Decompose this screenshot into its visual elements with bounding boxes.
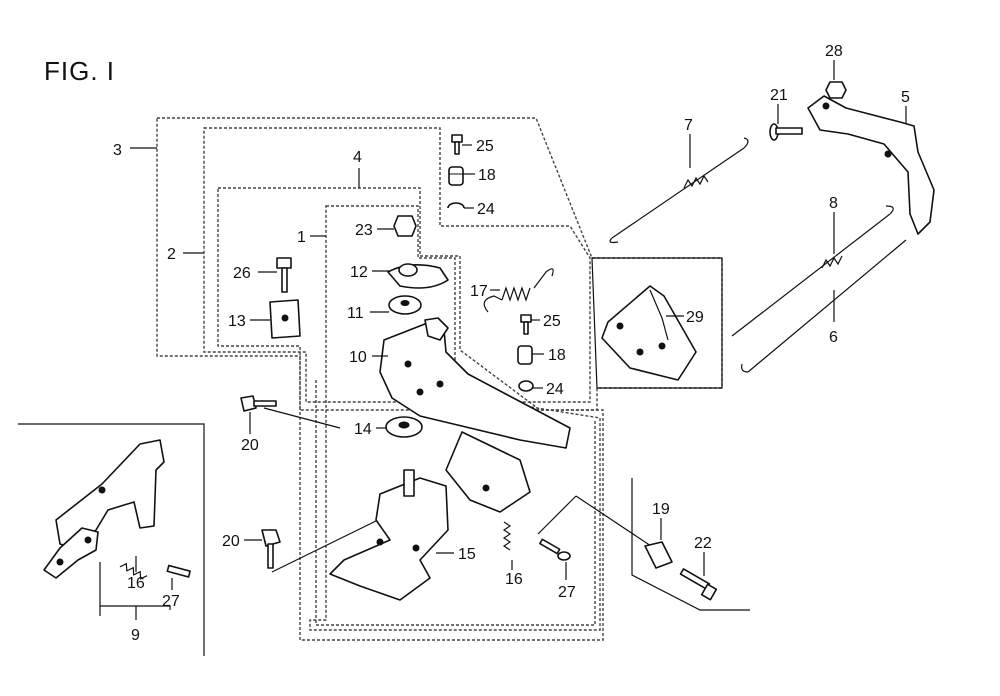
callout-18b: 18	[548, 347, 566, 364]
plate-29	[601, 285, 697, 381]
base-plate-15	[329, 431, 531, 601]
sleeve-19	[644, 541, 673, 569]
callout-21: 21	[770, 87, 788, 104]
callout-12: 12	[350, 264, 368, 281]
nut-23	[393, 215, 417, 237]
callout-4: 4	[353, 149, 362, 166]
washer-11	[388, 295, 422, 315]
callout-29: 29	[686, 309, 704, 326]
callout-11: 11	[347, 305, 364, 322]
leader-20a-to-14	[263, 407, 341, 429]
screw-27-main	[539, 538, 571, 561]
callout-27a: 27	[162, 593, 180, 610]
callout-24a: 24	[477, 201, 495, 218]
inset-bracket-9	[43, 439, 191, 580]
callout-15: 15	[458, 546, 476, 563]
control-plate-10	[379, 317, 571, 449]
rod-8	[731, 205, 894, 337]
assembly-box-3	[156, 117, 723, 411]
leader-20b-link	[271, 519, 379, 573]
callout-13: 13	[228, 313, 246, 330]
callout-10: 10	[349, 349, 367, 366]
spring-17	[483, 268, 554, 313]
spring-16-main	[502, 521, 512, 551]
bolt-25-top	[451, 134, 463, 155]
bracket-9-leader	[99, 562, 171, 610]
collar-18-top	[448, 166, 464, 186]
callout-25b: 25	[543, 313, 561, 330]
callout-2: 2	[167, 246, 176, 263]
callout-28: 28	[825, 43, 843, 60]
callout-19: 19	[652, 501, 670, 518]
leader-19-to-sleeve	[575, 495, 655, 549]
callout-24b: 24	[546, 381, 564, 398]
callout-27b: 27	[558, 584, 576, 601]
callout-8: 8	[829, 195, 838, 212]
callout-20a: 20	[241, 437, 259, 454]
bracket-13	[269, 299, 301, 339]
nut-28	[825, 81, 847, 99]
leader-19-link	[537, 495, 577, 535]
part-29-frame	[591, 257, 723, 389]
assembly-box-2	[203, 127, 591, 403]
bolt-22	[679, 568, 718, 601]
assembly-box-4	[217, 187, 604, 641]
bolt-26	[276, 257, 292, 293]
callout-22: 22	[694, 535, 712, 552]
rod-7	[609, 137, 749, 244]
callout-3: 3	[113, 142, 122, 159]
lever-5	[807, 95, 935, 235]
bolt-20-bottom	[261, 529, 281, 569]
callout-26: 26	[233, 265, 251, 282]
callout-5: 5	[901, 89, 910, 106]
bolt-25-mid	[520, 314, 532, 335]
figure-title: FIG. I	[44, 56, 115, 86]
assembly-box-inner	[315, 380, 596, 626]
clip-24-top	[447, 202, 465, 209]
callout-16a: 16	[127, 575, 145, 592]
callout-25a: 25	[476, 138, 494, 155]
callout-17: 17	[470, 283, 488, 300]
callout-1: 1	[297, 229, 306, 246]
callout-6: 6	[829, 329, 838, 346]
lever-12	[387, 263, 449, 289]
rod-6	[741, 239, 907, 373]
callout-16b: 16	[505, 571, 523, 588]
callout-9: 9	[131, 627, 140, 644]
callout-14: 14	[354, 421, 372, 438]
inset-frame-left	[18, 423, 205, 656]
callout-18a: 18	[478, 167, 496, 184]
inset-frame-right	[631, 478, 750, 611]
callout-20b: 20	[222, 533, 240, 550]
clip-24-mid	[518, 380, 534, 392]
callout-23: 23	[355, 222, 373, 239]
pin-21	[769, 123, 803, 141]
washer-14	[385, 416, 423, 438]
bolt-20-top	[240, 395, 277, 412]
collar-18-mid	[517, 345, 533, 365]
callout-7: 7	[684, 117, 693, 134]
